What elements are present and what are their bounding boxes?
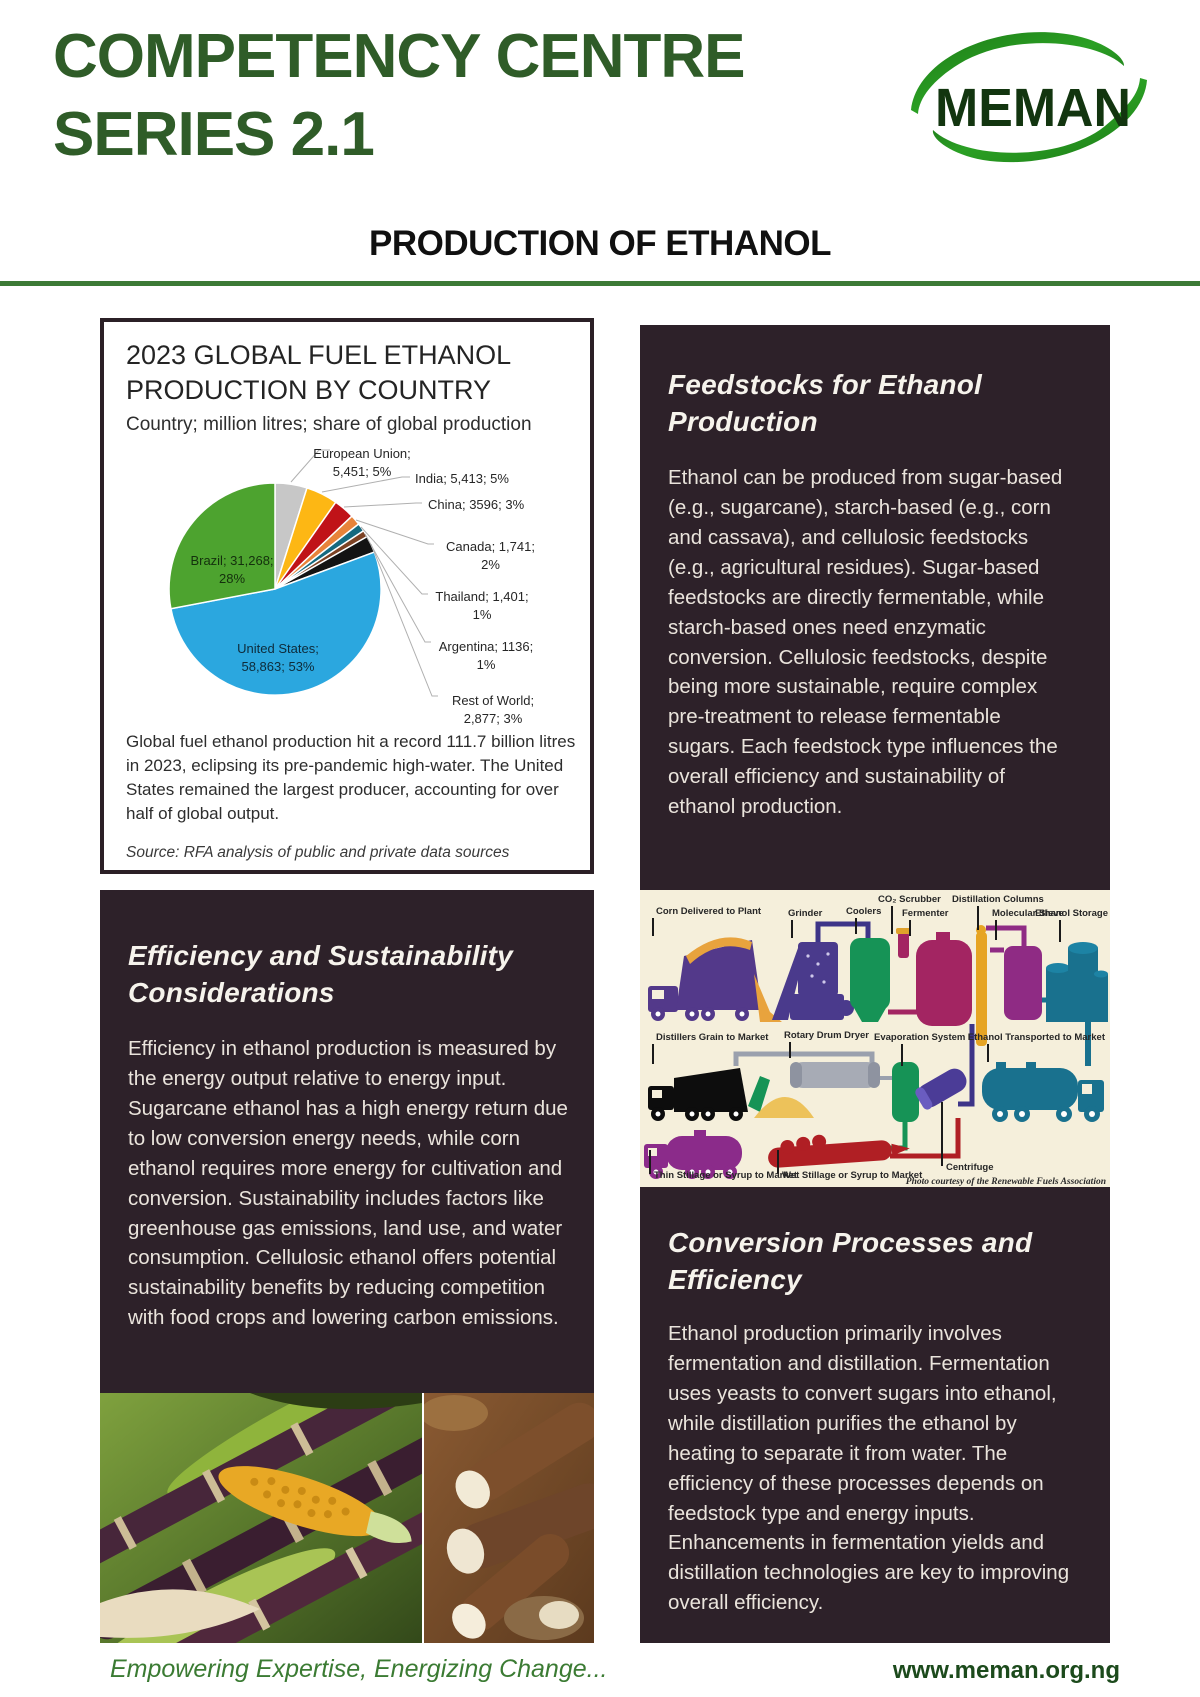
diagram-label-ethanol-transported: Ethanol Transported to Market	[968, 1032, 1106, 1043]
logo-swoosh-top	[911, 32, 1125, 114]
pie-label-united-states: United States; 58,863; 53%	[237, 641, 319, 675]
chart-caption: Global fuel ethanol production hit a rec…	[126, 732, 576, 824]
diagram-label-coolers: Coolers	[846, 906, 881, 917]
header-title-line1: COMPETENCY CENTRE	[53, 22, 745, 91]
diagram-label-ticks	[649, 906, 1061, 1174]
cassava-art	[424, 1393, 594, 1643]
efficiency-heading: Efficiency and Sustainability Considerat…	[128, 940, 513, 1008]
diagram-photo-credit: Photo courtesy of the Renewable Fuels As…	[906, 1177, 1106, 1187]
diagram-label-ethanol-storage: Ethanol Storage	[1035, 908, 1108, 919]
pie-chart: European Union; 5,451; 5% India; 5,413; …	[104, 430, 590, 766]
diagram-label-distillers-grain: Distillers Grain to Market	[656, 1032, 769, 1043]
header-title-line2: SERIES 2.1	[53, 100, 375, 169]
pie-slice-united-states	[170, 551, 382, 696]
logo-swoosh-bottom	[932, 78, 1147, 163]
conversion-section-card: Conversion Processes and Efficiency Etha…	[640, 1187, 1110, 1643]
co2-scrubber-shape	[896, 928, 911, 958]
pie-label-brazil: Brazil; 31,268; 28%	[190, 553, 274, 587]
ethanol-production-chart-card: 2023 GLOBAL FUEL ETHANOL PRODUCTION BY C…	[100, 318, 594, 874]
diagram-label-co2-scrubber: CO₂ Scrubber	[878, 894, 941, 905]
pie-label-thailand: Thailand; 1,401; 1%	[435, 589, 529, 623]
diagram-label-thin-stillage: Thin Stillage or Syrup to Market	[654, 1170, 798, 1181]
rotary-dryer-shape	[790, 1062, 880, 1088]
pie-label-argentina: Argentina; 1136; 1%	[438, 639, 534, 673]
diagram-label-evaporation: Evaporation System	[874, 1032, 965, 1043]
pie-label-canada: Canada; 1,741; 2%	[446, 539, 535, 573]
diagram-label-molecular-sieve: Molecular Sieve	[992, 908, 1064, 919]
diagram-label-grinder: Grinder	[788, 908, 823, 919]
pie-label-european-union: European Union; 5,451; 5%	[313, 446, 411, 480]
pie-leader-lines	[290, 449, 438, 697]
molecular-sieve-shape	[1004, 946, 1042, 1020]
diagram-label-corn-delivered: Corn Delivered to Plant	[656, 906, 762, 917]
distillers-grain-truck-shape	[648, 1068, 748, 1121]
title-divider-rule	[0, 281, 1200, 286]
diagram-label-distillation-columns: Distillation Columns	[952, 894, 1044, 905]
cassava-photo	[424, 1393, 594, 1643]
evaporation-shape	[892, 1062, 919, 1122]
pie-slice-brazil	[168, 482, 276, 610]
footer-website-link[interactable]: www.meman.org.ng	[892, 1657, 1120, 1684]
diagram-label-centrifuge: Centrifuge	[946, 1162, 994, 1173]
sugarcane-corn-art	[100, 1393, 422, 1643]
diagram-label-rotary-dryer: Rotary Drum Dryer	[784, 1030, 869, 1041]
ethanol-process-diagram: Corn Delivered to Plant Grinder Coolers …	[640, 890, 1110, 1187]
meman-logo-art: MEMAN	[911, 32, 1147, 163]
grain-elevator-shape	[748, 1076, 770, 1112]
logo-text: MEMAN	[935, 78, 1131, 138]
footer-tagline: Empowering Expertise, Energizing Change.…	[110, 1655, 608, 1683]
pie-label-india: India; 5,413; 5%	[415, 471, 509, 486]
sugarcane-corn-photo	[100, 1393, 422, 1643]
process-diagram-svg: Corn Delivered to Plant Grinder Coolers …	[640, 890, 1110, 1187]
conversion-body: Ethanol production primarily involves fe…	[668, 1322, 1070, 1615]
efficiency-body: Efficiency in ethanol production is meas…	[128, 1037, 568, 1330]
efficiency-section-card: Efficiency and Sustainability Considerat…	[100, 890, 594, 1393]
cooler-shape	[850, 938, 890, 1022]
centrifuge-shape	[915, 1068, 967, 1110]
fermenter-shape	[916, 932, 972, 1026]
ethanol-storage-shape	[1046, 942, 1108, 1022]
ethanol-tanker-shape	[982, 1062, 1104, 1122]
chart-source: Source: RFA analysis of public and priva…	[126, 844, 510, 861]
feedstocks-heading: Feedstocks for Ethanol Production	[668, 369, 983, 437]
distillation-column-shape	[976, 925, 987, 1046]
diagram-label-fermenter: Fermenter	[902, 908, 949, 919]
chart-title: 2023 GLOBAL FUEL ETHANOL PRODUCTION BY C…	[126, 340, 511, 406]
conversion-heading: Conversion Processes and Efficiency	[668, 1227, 1033, 1295]
pie-label-china: China; 3596; 3%	[428, 497, 525, 512]
pie-slices	[168, 482, 382, 696]
feedstocks-section-card: Feedstocks for Ethanol Production Ethano…	[640, 325, 1110, 890]
wet-stillage-tanker-shape	[768, 1134, 910, 1168]
page-title: PRODUCTION OF ETHANOL	[369, 224, 831, 263]
pie-label-rest-of-world: Rest of World; 2,877; 3%	[451, 693, 535, 727]
diagram-label-wet-stillage: Wet Stillage or Syrup to Market	[782, 1170, 923, 1181]
pie-chart-svg	[168, 449, 438, 697]
grinder-shape	[772, 942, 854, 1020]
meman-logo: MEMAN	[893, 14, 1165, 182]
chart-subtitle: Country; million litres; share of global…	[126, 414, 532, 435]
grain-pile-shape	[754, 1097, 814, 1118]
corn-truck-shape	[648, 937, 782, 1022]
feedstocks-body: Ethanol can be produced from sugar-based…	[668, 466, 1063, 819]
